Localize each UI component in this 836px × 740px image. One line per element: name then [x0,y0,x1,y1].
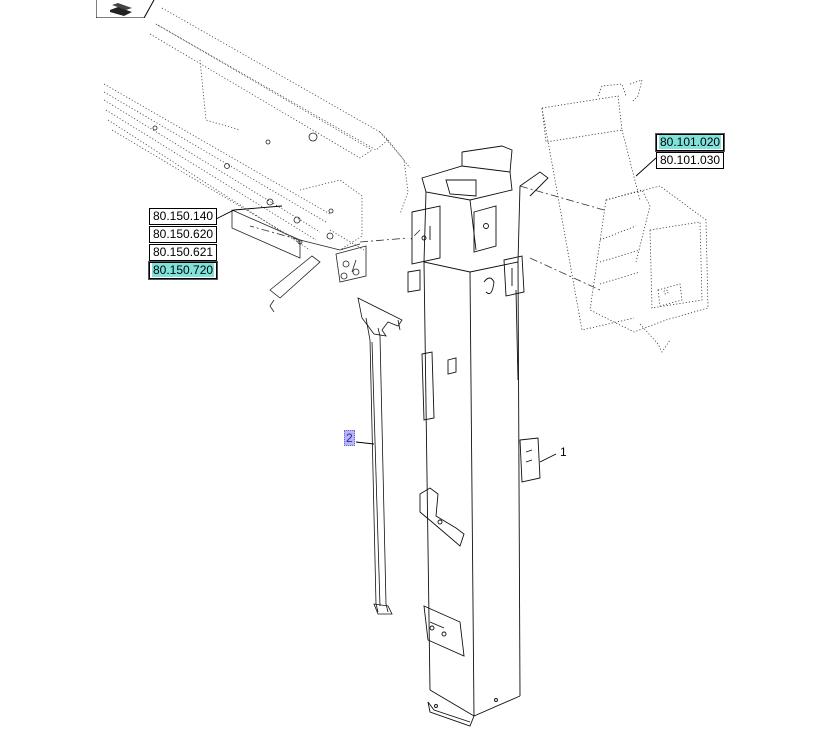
ref-label: 80.101.030 [660,153,721,167]
leader-lines [213,157,657,463]
ref-80-150-720[interactable]: 80.150.720 [147,261,219,280]
ref-label: 80.150.620 [153,227,214,241]
boom-upper-phantom [103,7,411,251]
ref-label: 80.150.140 [153,209,214,223]
connector-lines [249,185,605,291]
t-bar-part [357,297,403,615]
ref-80-101-030[interactable]: 80.101.030 [656,152,725,169]
ref-80-101-020[interactable]: 80.101.020 [654,133,726,152]
callout-item-2[interactable]: 2 [344,430,355,446]
ref-80-150-620[interactable]: 80.150.620 [149,226,218,243]
nav-tab[interactable] [95,0,156,19]
return-arrow-icon [95,0,155,19]
boom-bolt-marks [152,125,360,280]
main-column [407,145,549,727]
mount-bracket [231,209,367,313]
callout-item-1[interactable]: 1 [560,445,567,459]
ref-label: 80.150.720 [152,263,215,277]
ref-80-150-621[interactable]: 80.150.621 [149,244,218,261]
ref-80-150-140[interactable]: 80.150.140 [149,208,218,225]
ref-label: 80.101.020 [659,135,722,149]
ref-label: 80.150.621 [153,245,214,259]
housing-phantom [541,79,709,353]
